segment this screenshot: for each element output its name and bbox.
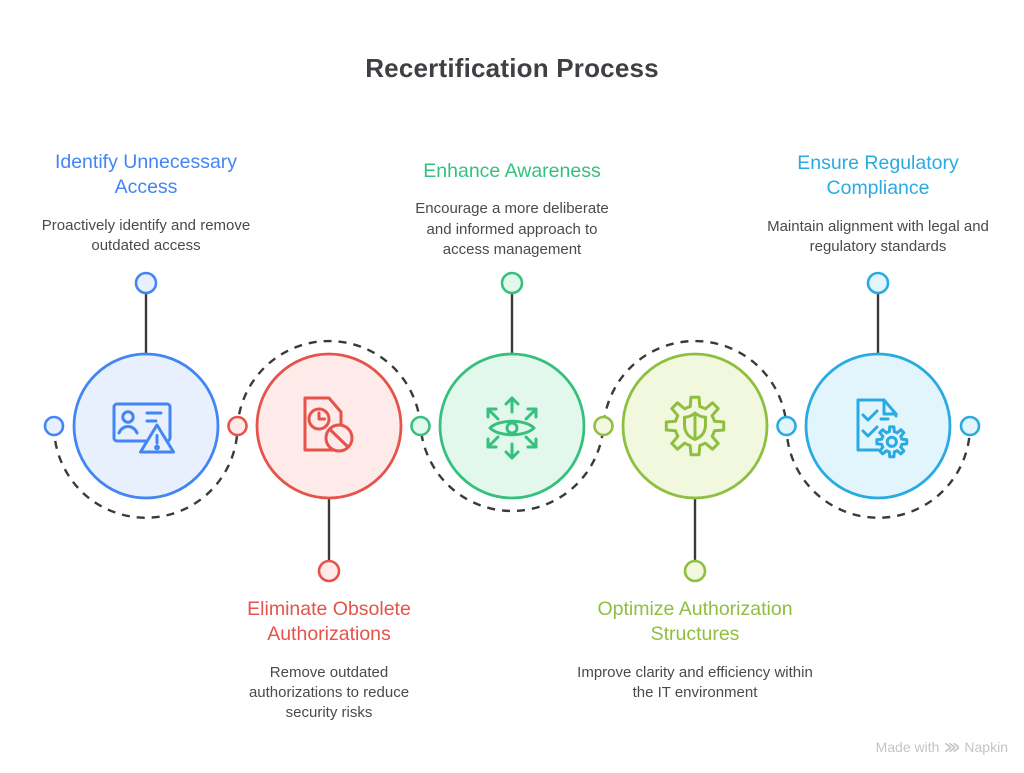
document-checklist-gear-icon: [856, 398, 909, 459]
node-circle-eliminate: [255, 352, 403, 500]
node-description: Remove outdated authorizations to reduce…: [248, 663, 410, 722]
connector-dot: [43, 415, 65, 437]
napkin-logo-icon: [945, 742, 960, 752]
node-title: Eliminate Obsolete Authorizations: [247, 598, 411, 646]
id-card-warning-icon: [112, 402, 175, 454]
node-description: Maintain alignment with legal and regula…: [767, 217, 989, 255]
node-label-ensure-regulatory-compliance: Ensure Regulatory Compliance Maintain al…: [765, 151, 991, 257]
gear-shield-icon: [664, 395, 726, 457]
watermark-text: Made with: [875, 739, 940, 755]
connector-dashed-path: [52, 339, 972, 519]
node-label-eliminate-obsolete-authorizations: Eliminate Obsolete Authorizations Remove…: [229, 597, 429, 723]
node-title: Enhance Awareness: [423, 160, 601, 182]
connector-dot: [776, 415, 797, 437]
stem-dot: [500, 271, 524, 295]
node-description: Improve clarity and efficiency within th…: [577, 663, 813, 701]
stem-dot: [683, 559, 707, 583]
stem-dot: [866, 271, 890, 295]
document-expired-ban-icon: [303, 396, 354, 453]
connector-dot: [227, 415, 248, 437]
page-title: Recertification Process: [365, 53, 659, 83]
stem-dot: [317, 559, 341, 583]
node-description: Encourage a more deliberate and informed…: [415, 200, 609, 258]
node-label-optimize-authorization-structures: Optimize Authorization Structures Improv…: [577, 597, 813, 703]
node-title: Identify Unnecessary Access: [54, 151, 238, 199]
node-circle-awareness: [438, 352, 586, 500]
node-label-enhance-awareness: Enhance Awareness Encourage a more delib…: [405, 159, 619, 260]
made-with-napkin-link[interactable]: Made with Napkin: [876, 739, 1008, 755]
connector-dot: [959, 415, 981, 437]
node-title: Ensure Regulatory Compliance: [797, 152, 959, 200]
stem-dot: [134, 271, 158, 295]
connector-dot: [410, 415, 431, 437]
node-circle-identify: [72, 352, 220, 500]
connector-dot: [593, 415, 614, 437]
node-description: Proactively identify and remove outdated…: [41, 216, 251, 254]
node-label-identify-unnecessary-access: Identify Unnecessary Access Proactively …: [29, 150, 263, 256]
eye-expand-arrows-icon: [486, 396, 538, 460]
node-title: Optimize Authorization Structures: [597, 598, 793, 646]
watermark-brand: Napkin: [964, 739, 1008, 755]
